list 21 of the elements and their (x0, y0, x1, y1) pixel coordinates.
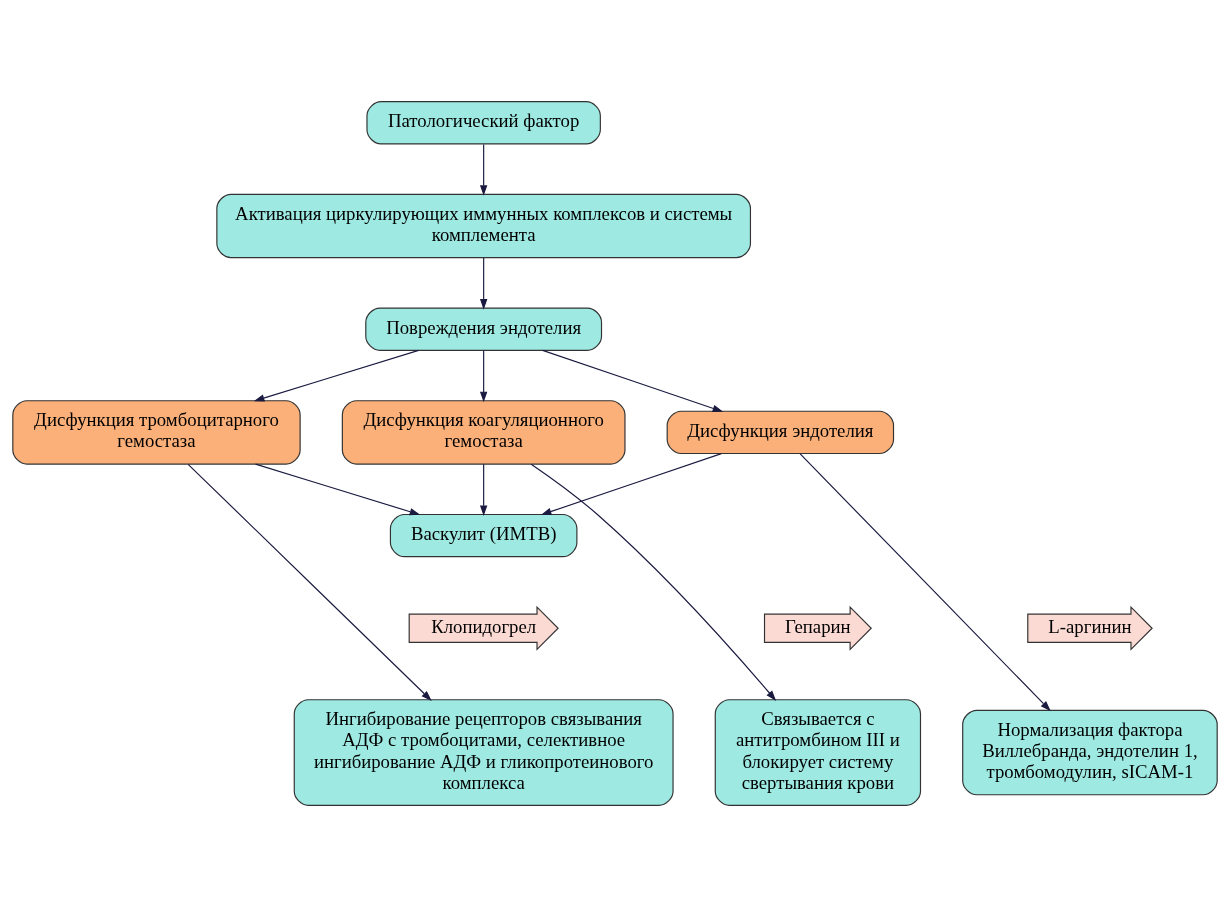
arrow (479, 463, 488, 516)
arrow (254, 463, 421, 515)
node-box: Дисфункция коагуляционного гемостаза (341, 399, 626, 465)
arrow (479, 143, 488, 196)
arrow (530, 463, 777, 701)
arrow (479, 349, 488, 402)
arrow (799, 452, 1051, 711)
node-box: Патологический фактор (366, 100, 601, 144)
node-box: Ингибирование рецепторов связывания АДФ с тромбоцитами, селективное ингибирование АДФ и гликопротеинового комплекса (293, 698, 674, 806)
node-box: Дисфункция тромбоцитарного гемостаза (12, 399, 301, 465)
node-box: Повреждения эндотелия (365, 307, 603, 351)
arrow (479, 256, 488, 310)
arrow (540, 452, 722, 515)
arrow (542, 349, 724, 412)
node-box: Нормализация фактора Виллебранда, эндотелин 1, тромбомодулин, sICAM-1 (962, 709, 1218, 795)
node-box: Активация циркулирующих иммунных комплексов и системы комплемента (216, 193, 752, 258)
node-box: Связывается с антитромбином III и блокирует систему свертывания крови (714, 698, 922, 806)
node-box: Дисфункция эндотелия (666, 410, 895, 454)
node-box: Васкулит (ИМТВ) (389, 513, 578, 557)
arrow (187, 463, 432, 701)
arrow (253, 349, 420, 402)
